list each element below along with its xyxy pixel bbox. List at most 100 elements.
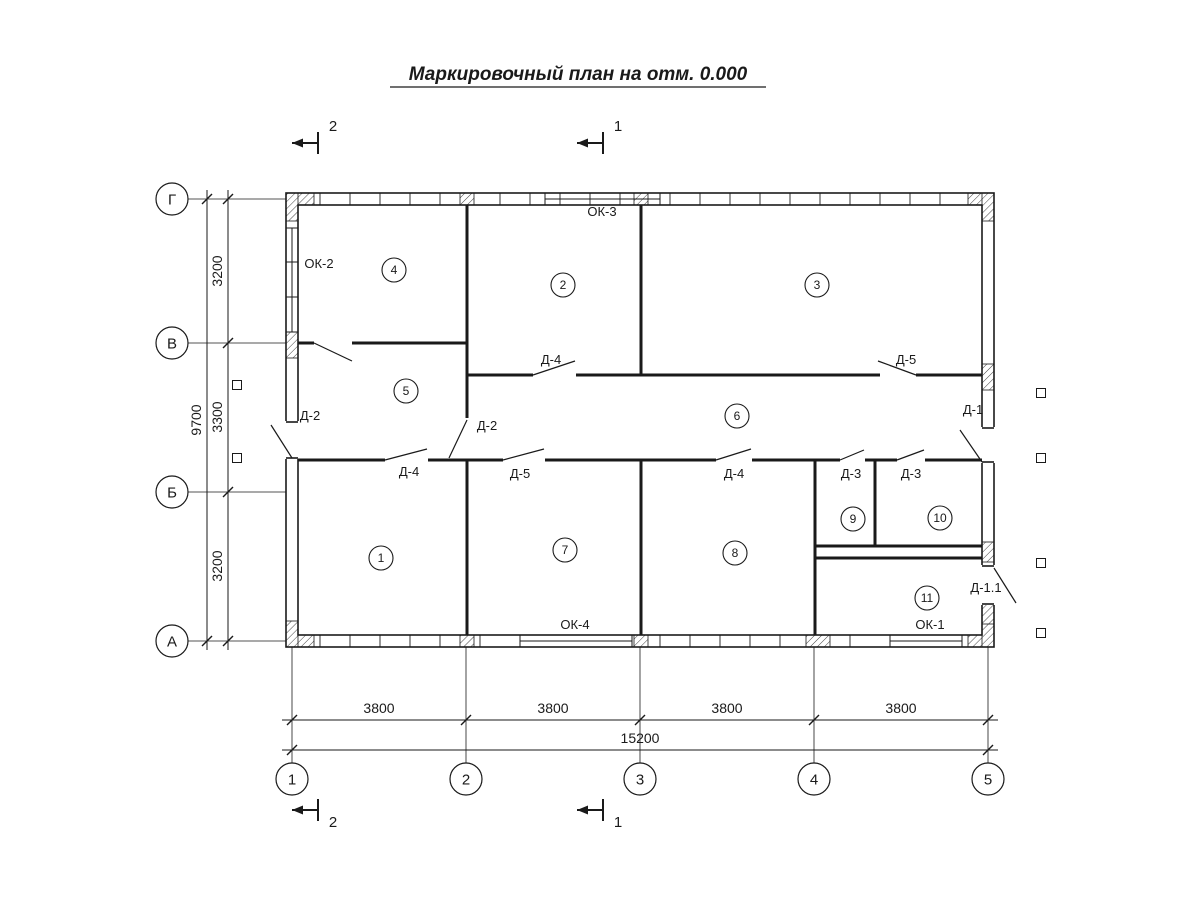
marker-square [1036,558,1046,568]
door-label: Д-5 [510,466,530,481]
drawing-title: Маркировочный план на отм. 0.000 [409,64,748,85]
room-number: 11 [921,591,934,605]
section-mark-arrow [577,805,588,815]
door-leaf [502,448,545,461]
door-leaf [959,429,983,463]
wall-pier-hatch [285,620,299,648]
room-circle [804,272,830,298]
door-label: Д-3 [841,466,861,481]
axis-circle-col [275,762,309,796]
dimension-tick [982,744,994,756]
dim-text-bottom: 3800 [537,700,568,716]
door-leaf [313,342,353,362]
door-leaf [839,449,865,461]
axis-number: 4 [810,771,818,788]
room-number: 1 [378,551,385,565]
section-label: 2 [329,814,337,831]
room-circle [927,505,953,531]
axis-letter: В [167,335,177,352]
dimension-tick [286,714,298,726]
section-mark-arrow [577,138,588,148]
wall-pier-hatch [981,192,995,222]
axis-circle-row [155,475,189,509]
room-circle [393,378,419,404]
dimension-tick [222,486,234,498]
axis-circle-row [155,624,189,658]
room-number: 7 [562,543,569,557]
wall-opening [980,565,996,605]
room-circle [914,585,940,611]
section-mark-arrow [292,805,303,815]
room-number: 8 [732,546,739,560]
dim-text-left: 3200 [209,550,225,581]
door-label: Д-4 [399,464,419,479]
wall-pier-hatch [981,603,995,625]
axis-circle-col [449,762,483,796]
wall-pier-hatch [459,634,475,648]
room-circle [840,506,866,532]
wall-opening [284,421,300,459]
dimension-tick [460,714,472,726]
wall-pier-hatch [633,634,649,648]
marker-square [232,380,242,390]
door-leaf [896,449,925,461]
dimension-tick [201,635,213,647]
window-label: ОК-2 [304,256,333,271]
axis-circle-row [155,182,189,216]
room-number: 5 [403,384,410,398]
wall-pier-hatch [285,331,299,359]
door-leaf [448,419,468,459]
dim-text-bottom-total: 15200 [621,730,660,746]
room-number: 2 [560,278,567,292]
room-circle [552,537,578,563]
axis-circle-col [623,762,657,796]
plan-linework [188,190,1046,763]
door-leaf [384,448,428,461]
door-label: Д-4 [724,466,744,481]
axis-number: 1 [288,771,296,788]
window-label: ОК-3 [587,204,616,219]
dimension-tick [286,744,298,756]
window-label: ОК-4 [560,617,589,632]
section-mark-arrow [292,138,303,148]
room-circle [368,545,394,571]
door-label: Д-1.1 [970,580,1001,595]
door-leaf [532,360,576,376]
door-leaf [270,424,293,459]
door-label: Д-5 [896,352,916,367]
marker-square [232,453,242,463]
axis-circle-col [971,762,1005,796]
wall-pier-hatch [459,192,475,206]
room-circle [722,540,748,566]
axis-number: 2 [462,771,470,788]
room-number: 6 [734,409,741,423]
axis-letter: А [167,633,177,650]
wall-pier-hatch [805,634,831,648]
door-label: Д-3 [901,466,921,481]
door-leaf [715,448,752,461]
dim-text-left-total: 9700 [188,404,204,435]
wall-pier-hatch [981,541,995,563]
dimension-tick [808,714,820,726]
door-label: Д-2 [477,418,497,433]
dim-text-bottom: 3800 [885,700,916,716]
wall-opening [980,427,996,463]
section-label: 2 [329,118,337,135]
axis-number: 3 [636,771,644,788]
dimension-tick [222,193,234,205]
marker-square [1036,453,1046,463]
section-label: 1 [614,118,622,135]
dim-text-left: 3300 [209,401,225,432]
room-number: 4 [391,263,398,277]
dimension-tick [201,193,213,205]
door-leaf [877,360,917,376]
wall-pier-hatch [981,363,995,391]
wall-pier-hatch [981,620,995,648]
room-circle [724,403,750,429]
door-label: Д-2 [300,408,320,423]
dimension-tick [982,714,994,726]
dimension-tick [222,635,234,647]
door-label: Д-1 [963,402,983,417]
door-label: Д-4 [541,352,561,367]
